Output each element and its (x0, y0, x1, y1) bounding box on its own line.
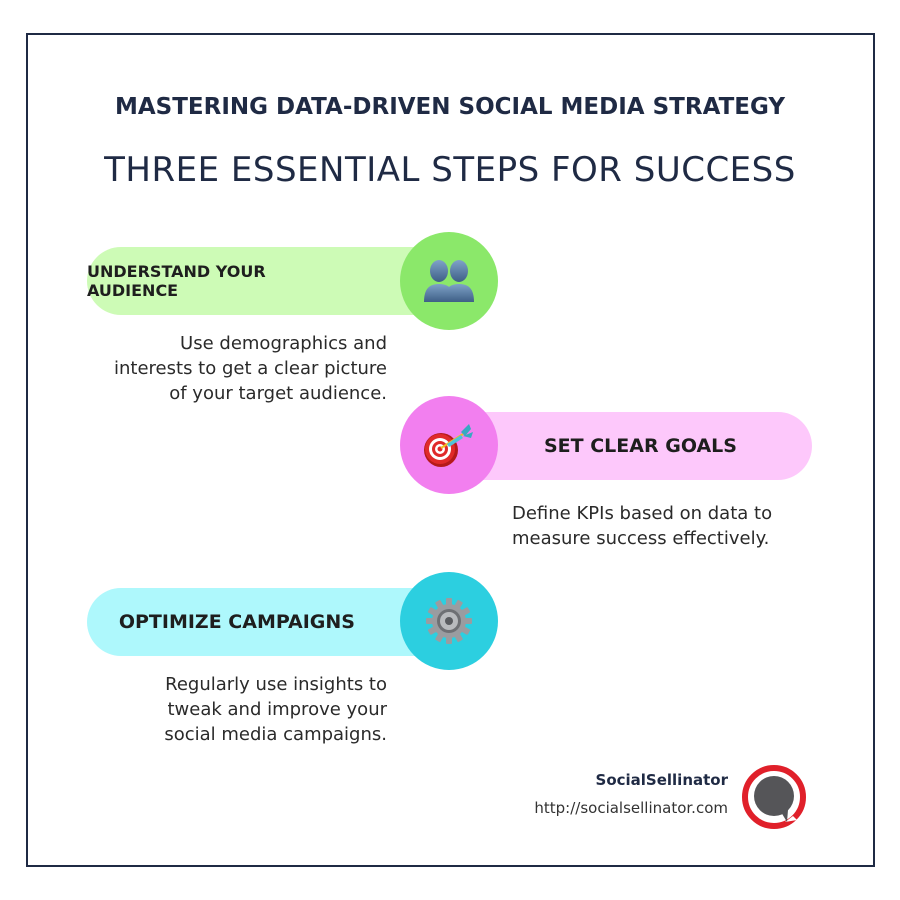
infographic-frame (26, 33, 875, 867)
step-1-icon-circle (400, 232, 498, 330)
step-3-icon-circle (400, 572, 498, 670)
step-2-pill: SET CLEAR GOALS (430, 412, 812, 480)
page-subtitle: THREE ESSENTIAL STEPS FOR SUCCESS (104, 150, 796, 190)
step-3-description: Regularly use insights to tweak and impr… (164, 674, 387, 745)
step-3-label: OPTIMIZE CAMPAIGNS (118, 611, 355, 633)
gear-icon (426, 598, 472, 644)
page-title: MASTERING DATA-DRIVEN SOCIAL MEDIA STRAT… (114, 94, 786, 120)
step-2-description: Define KPIs based on data to measure suc… (512, 503, 773, 549)
step-2-label: SET CLEAR GOALS (544, 435, 737, 457)
step-1-description: Use demographics and interests to get a … (114, 333, 387, 404)
brand-url-link[interactable]: http://socialsellinator.com (534, 799, 728, 817)
dart-target-icon (424, 424, 473, 467)
speech-bubble-logo-icon (742, 765, 806, 829)
two-people-silhouette-icon (424, 260, 474, 302)
step-1-label: UNDERSTAND YOUR AUDIENCE (87, 262, 266, 300)
brand-name: SocialSellinator (595, 771, 728, 789)
step-2-icon-circle (400, 396, 498, 494)
